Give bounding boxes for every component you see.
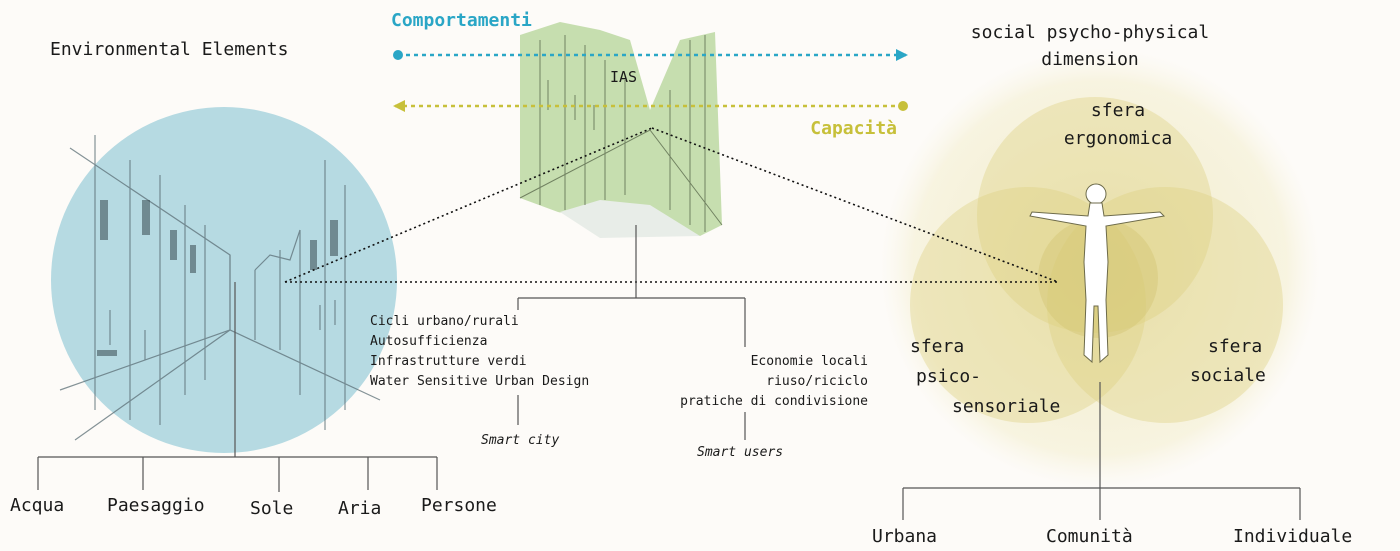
environment-street-illustration bbox=[51, 107, 397, 453]
smart-city-item: Cicli urbano/rurali bbox=[370, 314, 519, 329]
projection-lines bbox=[284, 127, 1059, 283]
smart-city-label: Smart city bbox=[481, 433, 560, 448]
dimension-community: Comunità bbox=[1046, 526, 1133, 547]
smart-users-item: riuso/riciclo bbox=[766, 374, 868, 389]
element-landscape: Paesaggio bbox=[107, 495, 205, 516]
smart-city-item: Infrastrutture verdi bbox=[370, 354, 527, 369]
element-air: Aria bbox=[338, 498, 382, 519]
sphere-ergonomic-line1: sfera bbox=[1090, 100, 1146, 121]
environmental-elements-heading: Environmental Elements bbox=[50, 39, 289, 60]
smart-city-item: Autosufficienza bbox=[370, 334, 488, 349]
sphere-ergonomic-line2: ergonomica bbox=[1063, 128, 1173, 149]
human-figure bbox=[1029, 183, 1166, 364]
ias-label: IAS bbox=[610, 68, 638, 86]
ias-street-illustration bbox=[519, 22, 723, 238]
behaviors-arrow-start bbox=[393, 50, 403, 60]
element-sun: Sole bbox=[250, 498, 294, 519]
social-dimension-heading-line2: dimension bbox=[1041, 49, 1139, 70]
sphere-psycho-line3: sensoriale bbox=[952, 396, 1061, 417]
element-people: Persone bbox=[421, 495, 497, 516]
smart-city-list: Cicli urbano/rurali Autosufficienza Infr… bbox=[370, 312, 589, 392]
sphere-psycho-line1: sfera bbox=[910, 336, 965, 357]
smart-city-item: Water Sensitive Urban Design bbox=[370, 374, 590, 389]
smart-users-item: Economie locali bbox=[750, 354, 868, 369]
smart-users-label: Smart users bbox=[697, 445, 784, 460]
sphere-social-line2: sociale bbox=[1190, 365, 1266, 386]
smart-users-list: Economie locali riuso/riciclo pratiche d… bbox=[580, 352, 868, 412]
dimension-individual: Individuale bbox=[1233, 526, 1353, 547]
sphere-social-line1: sfera bbox=[1208, 336, 1263, 357]
dimension-urban: Urbana bbox=[872, 526, 938, 547]
capacity-label: Capacità bbox=[810, 118, 897, 139]
element-water: Acqua bbox=[10, 495, 65, 516]
sphere-psycho-line2: psico- bbox=[916, 366, 982, 387]
smart-users-item: pratiche di condivisione bbox=[680, 394, 868, 409]
social-dimension-heading-line1: social psycho-physical bbox=[970, 22, 1210, 43]
capacity-arrow-start bbox=[898, 101, 908, 111]
tree-connectors bbox=[37, 225, 1301, 520]
behaviors-label: Comportamenti bbox=[391, 10, 532, 31]
